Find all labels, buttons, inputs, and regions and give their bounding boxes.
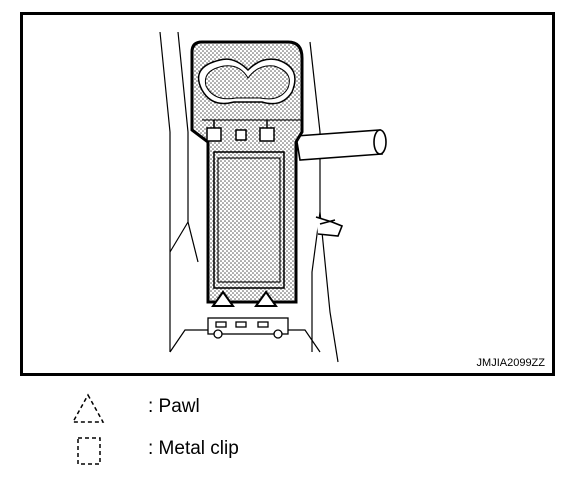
screw-right <box>273 329 283 339</box>
pawl-markers <box>211 290 278 307</box>
metal-clip-markers <box>206 120 275 142</box>
metal-clip-center <box>235 129 247 141</box>
pawl-symbol-icon <box>71 393 105 423</box>
console-top-panel <box>190 40 304 304</box>
console-diagram: JMJIA2099ZZ <box>20 12 555 376</box>
lever <box>295 129 387 237</box>
legend-label-metal-clip: : Metal clip <box>148 438 239 459</box>
metal-clip-right <box>259 127 275 142</box>
pawl-right <box>254 290 278 307</box>
mounting-bracket <box>207 317 289 339</box>
legend-item-metal-clip: : Metal clip <box>70 434 330 468</box>
figure-code: JMJIA2099ZZ <box>477 357 546 369</box>
metal-clip-left <box>206 127 222 142</box>
console-lid <box>213 151 285 289</box>
metal-clip-symbol-icon <box>77 437 101 465</box>
legend-item-pawl: : Pawl <box>70 392 330 426</box>
pawl-left <box>211 290 235 307</box>
legend-label-pawl: : Pawl <box>148 396 200 417</box>
screw-left <box>213 329 223 339</box>
